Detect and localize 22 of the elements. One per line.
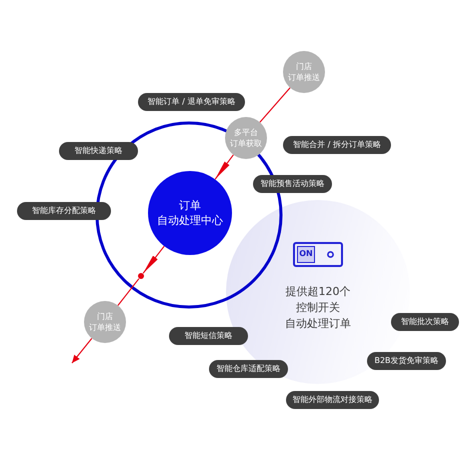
- arrow: [214, 154, 234, 180]
- feature-text: 提供超120个控制开关自动处理订单: [285, 284, 351, 332]
- strategy-tag: 智能合并 / 拆分订单策略: [283, 136, 391, 154]
- step-circle: 门店订单推送: [84, 301, 126, 343]
- strategy-tag: 智能订单 / 退单免审策略: [138, 93, 245, 111]
- hub-circle: 订单自动处理中心: [148, 171, 232, 255]
- connector-line: [117, 278, 140, 306]
- strategy-tag: 智能批次策略: [391, 313, 459, 331]
- strategy-tag: B2B发货免审策略: [367, 352, 446, 370]
- strategy-tag: 智能短信策略: [169, 327, 248, 345]
- junction-dot: [138, 272, 144, 280]
- arrow: [72, 338, 92, 364]
- toggle-switch: ON: [293, 242, 343, 267]
- strategy-tag: 智能预售活动策略: [253, 175, 332, 193]
- step-circle: 门店订单推送: [283, 51, 325, 93]
- strategy-tag: 智能外部物流对接策略: [286, 391, 379, 409]
- strategy-tag: 智能库存分配策略: [17, 202, 111, 220]
- strategy-tag: 智能快递策略: [59, 142, 138, 160]
- strategy-tag: 智能仓库适配策略: [209, 360, 288, 378]
- connector-line: [259, 87, 291, 123]
- step-circle: 多平台订单获取: [225, 117, 267, 159]
- arrow: [142, 246, 165, 274]
